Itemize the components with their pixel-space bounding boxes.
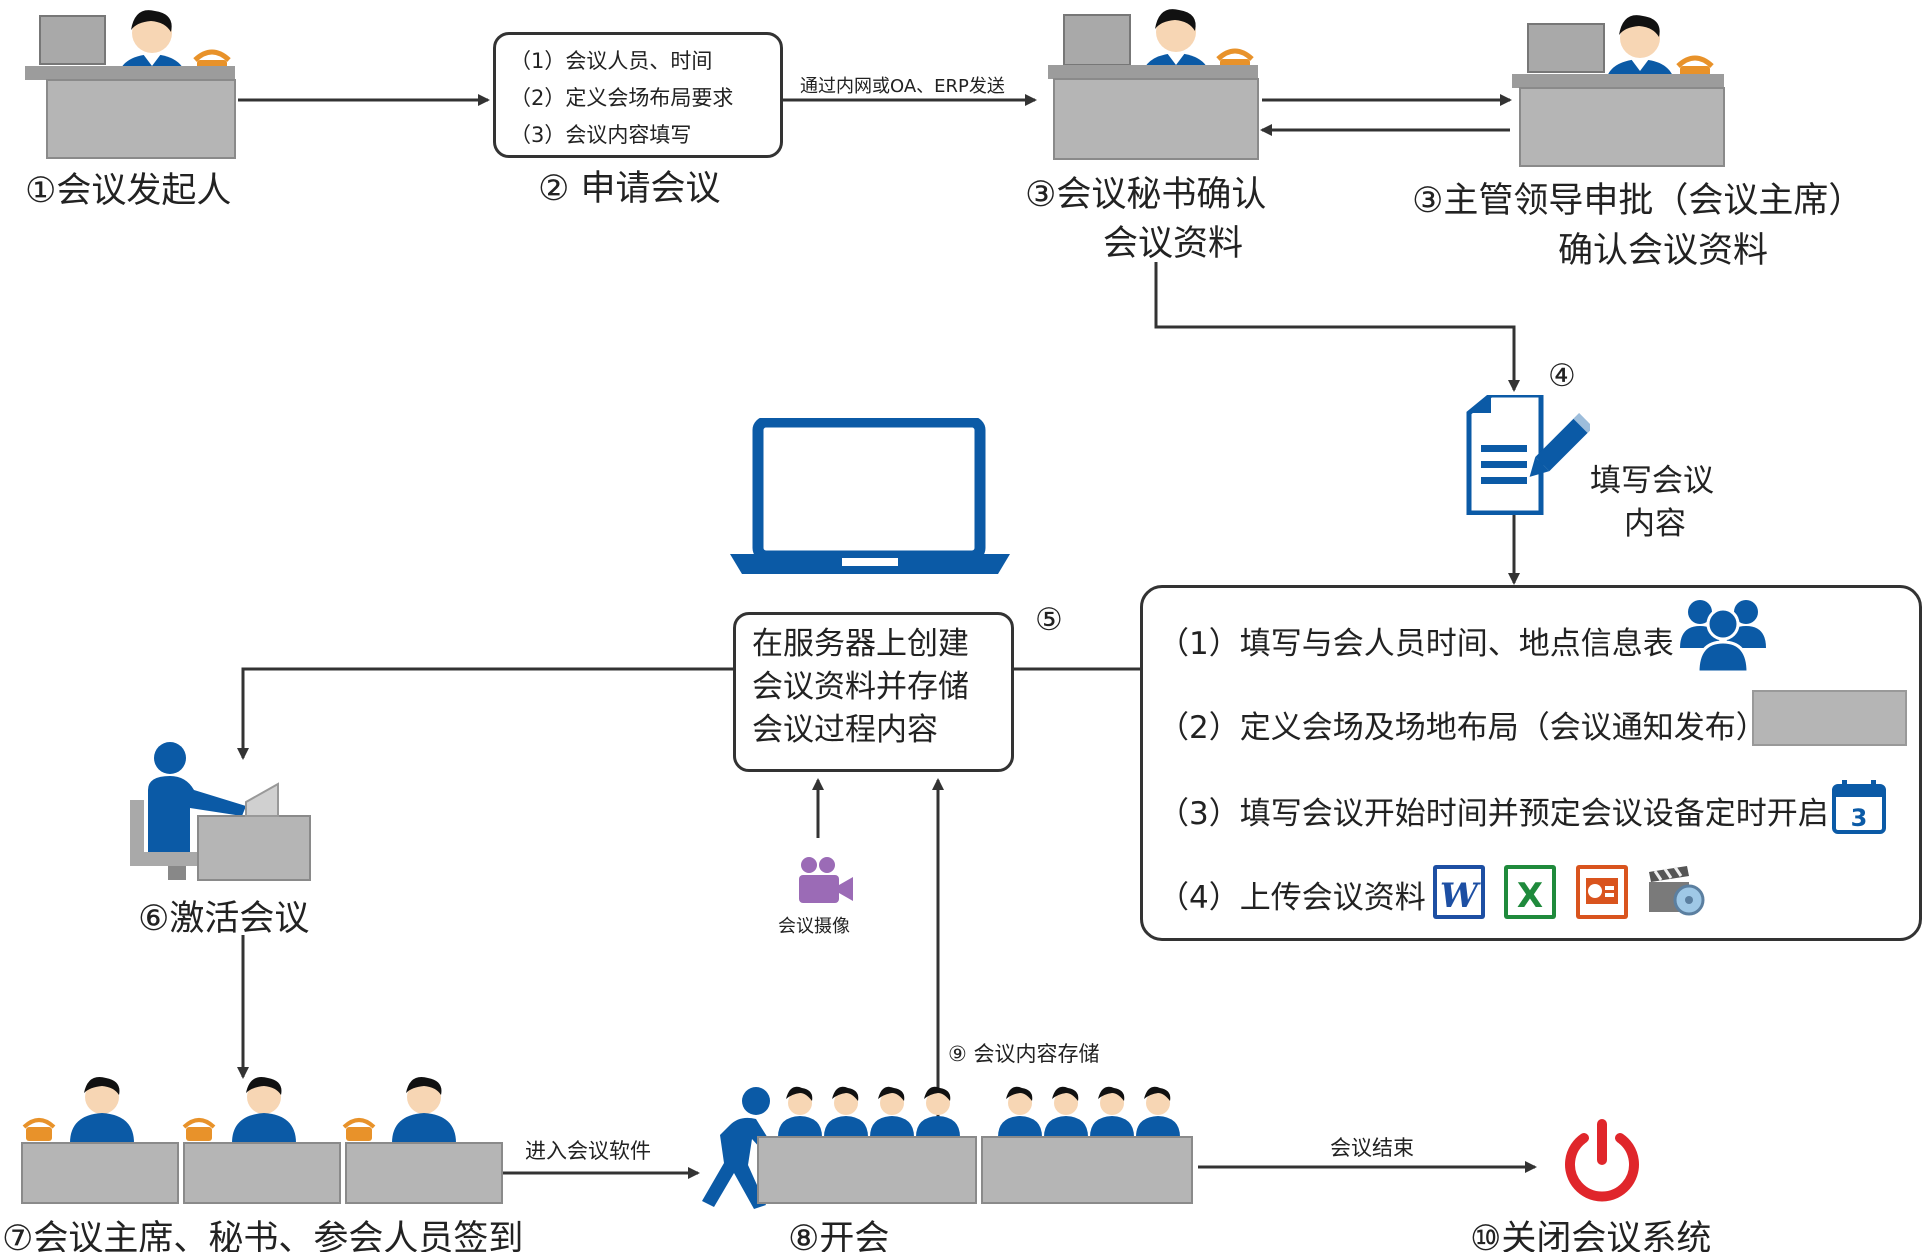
secretary-label-1: ③会议秘书确认 [1025, 175, 1267, 215]
shutdown-label: ⑩关闭会议系统 [1470, 1219, 1712, 1252]
operator-at-desk-icon [130, 742, 311, 881]
signin-label: ⑦会议主席、秘书、参会人员签到 [2, 1219, 524, 1252]
apply-label: ② 申请会议 [538, 169, 721, 209]
signin-person-3 [342, 1077, 456, 1143]
sign-in-people-icon [21, 1077, 503, 1204]
send-edge-label: 通过内网或OA、ERP发送 [800, 76, 1005, 97]
word-file-icon: W [1433, 865, 1485, 919]
detail-item-2: （2）定义会场及场地布局（会议通知发布） [1158, 710, 1767, 746]
signin-person-2 [182, 1077, 296, 1143]
end-edge-label: 会议结束 [1330, 1136, 1414, 1160]
fill-label-2: 内容 [1624, 506, 1686, 542]
enter-edge-label: 进入会议软件 [525, 1139, 651, 1163]
calendar-icon: 3 [1832, 780, 1886, 834]
excel-file-icon: X [1504, 865, 1556, 919]
secretary-label-2: 会议资料 [1103, 224, 1244, 264]
camera-edge-label: 会议摄像 [778, 916, 850, 937]
video-camera-icon [799, 857, 853, 903]
leader-label-2: 确认会议资料 [1558, 231, 1769, 271]
powerpoint-file-icon [1576, 865, 1628, 919]
document-edit-icon [1466, 395, 1590, 515]
server-line-2: 会议资料并存储 [752, 669, 969, 705]
apply-box: （1）会议人员、时间 （2）定义会场布局要求 （3）会议内容填写 [493, 32, 783, 158]
server-box: 在服务器上创建 会议资料并存储 会议过程内容 [733, 612, 1014, 772]
leader-person-icon [1512, 15, 1725, 167]
store-edge-label: ⑨ 会议内容存储 [948, 1042, 1100, 1066]
apply-item-2: （2）定义会场布局要求 [510, 86, 734, 110]
people-group-icon [1680, 600, 1766, 674]
fill-number: ④ [1548, 358, 1576, 394]
initiator-label: ①会议发起人 [25, 171, 232, 211]
venue-layout-image [1752, 690, 1907, 746]
apply-item-1: （1）会议人员、时间 [510, 49, 713, 73]
power-icon [1565, 1119, 1639, 1202]
server-line-3: 会议过程内容 [752, 712, 938, 748]
secretary-person-icon [1048, 9, 1259, 160]
leader-label-1: ③主管领导申批（会议主席） [1412, 181, 1864, 221]
edge-secretary-fill [1154, 262, 1520, 392]
meeting-label: ⑧开会 [788, 1219, 890, 1252]
signin-person-1 [22, 1077, 134, 1143]
laptop-icon [730, 418, 1010, 574]
calendar-day: 3 [1851, 804, 1868, 832]
initiator-person-icon [25, 10, 236, 159]
svg-text:X: X [1517, 876, 1543, 916]
fill-label-1: 填写会议 [1590, 463, 1714, 499]
edge-server-activate [237, 667, 733, 760]
apply-item-3: （3）会议内容填写 [510, 123, 692, 147]
detail-item-4: （4）上传会议资料 [1158, 880, 1426, 916]
server-number: ⑤ [1035, 602, 1063, 638]
video-file-icon [1649, 866, 1705, 916]
detail-item-3: （3）填写会议开始时间并预定会议设备定时开启 [1158, 796, 1829, 832]
activate-label: ⑥激活会议 [138, 899, 310, 939]
svg-text:W: W [1440, 876, 1481, 916]
server-line-1: 在服务器上创建 [752, 626, 969, 662]
detail-item-1: （1）填写与会人员时间、地点信息表 [1158, 626, 1674, 662]
meeting-room-icon [702, 1086, 1193, 1209]
